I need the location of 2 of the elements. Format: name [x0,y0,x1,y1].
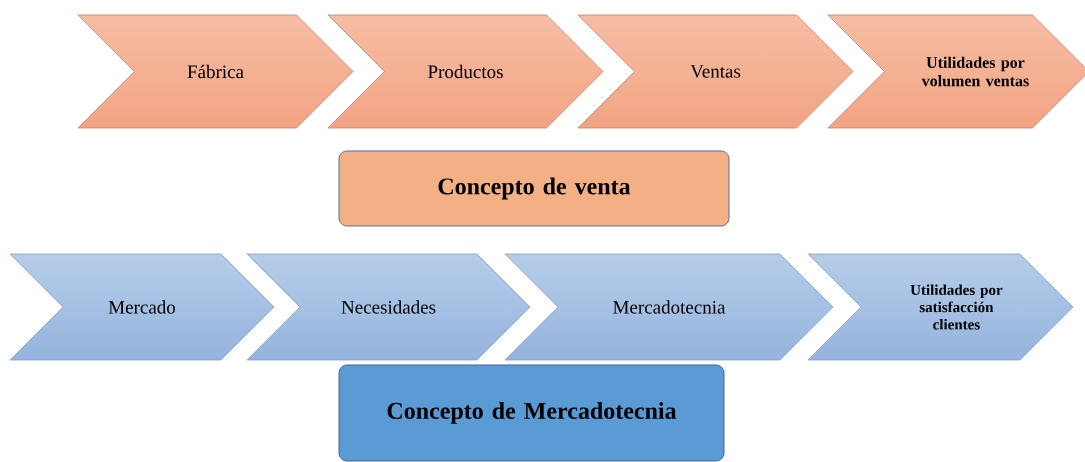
concept-box: Concepto de venta [338,150,730,227]
concept-box: Concepto de Mercadotecnia [338,364,725,462]
